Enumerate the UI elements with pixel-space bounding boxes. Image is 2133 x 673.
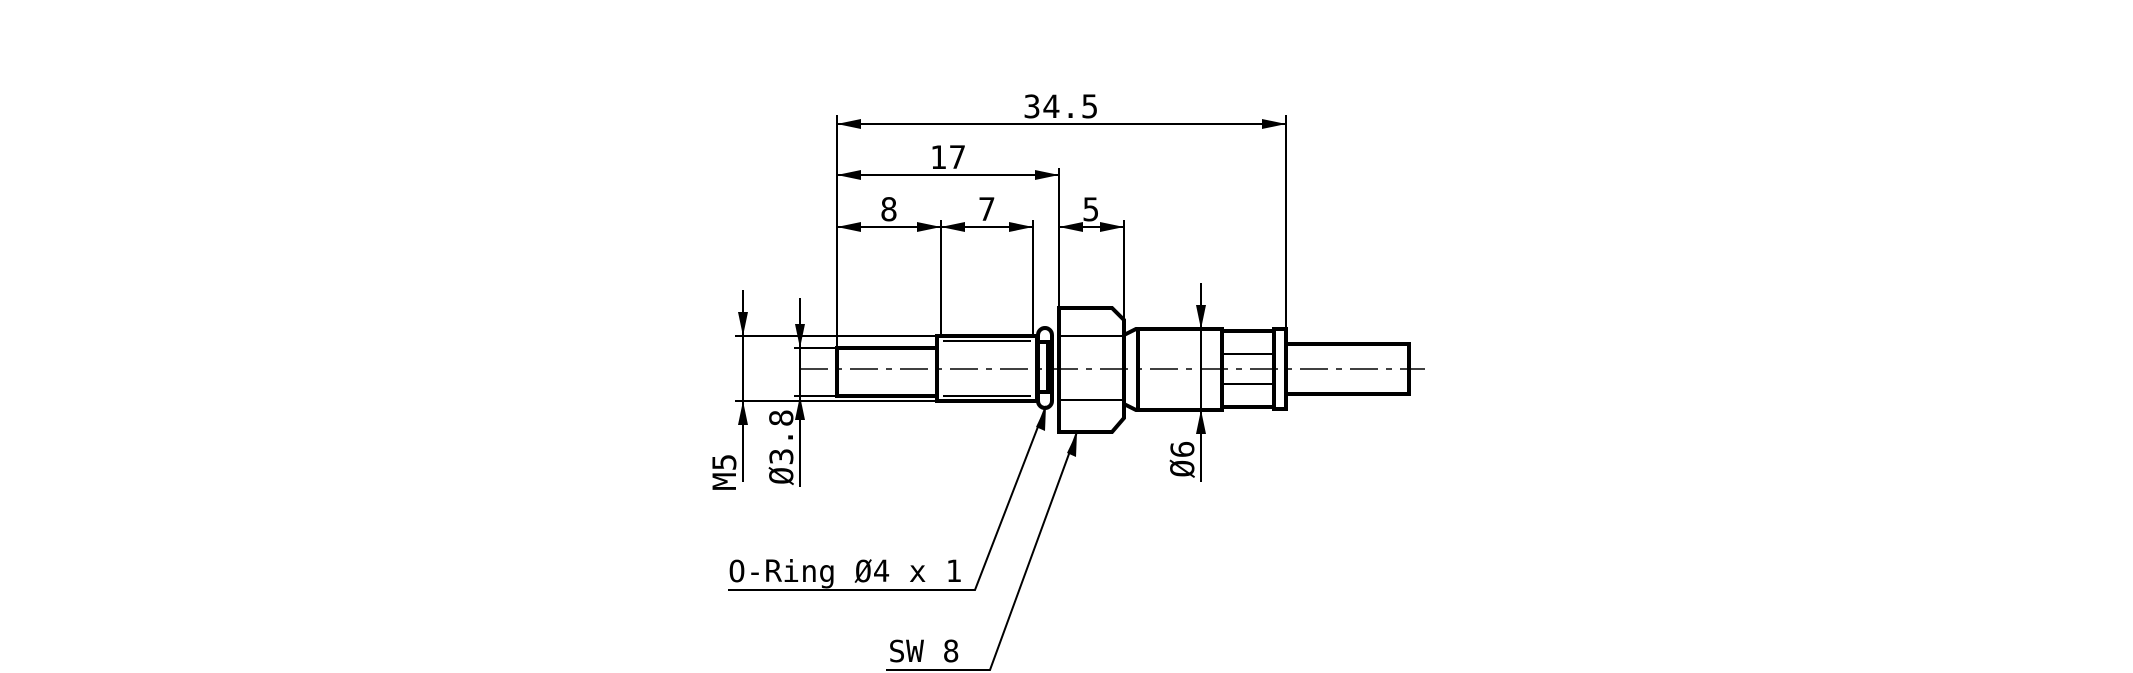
callout-o-ring: O-Ring Ø4 x 1 (728, 555, 963, 590)
callout-wrench-size: SW 8 (888, 635, 960, 670)
leader-lines (728, 405, 1078, 671)
dim-thread-size: M5 (706, 453, 744, 492)
dim-length-7: 7 (977, 191, 996, 229)
extension-lines (735, 115, 1287, 402)
dim-diameter-38: Ø3.8 (763, 408, 801, 485)
dim-thread-section-length: 17 (929, 139, 968, 177)
pilot-shaft (835, 346, 939, 398)
dim-length-8: 8 (879, 191, 898, 229)
dim-diameter-6: Ø6 (1164, 440, 1202, 479)
dimension-lines (738, 119, 1286, 487)
part-outline (835, 306, 1411, 434)
hex-nut (1057, 306, 1126, 434)
dim-length-5: 5 (1081, 191, 1100, 229)
dim-overall-length: 34.5 (1022, 88, 1099, 126)
